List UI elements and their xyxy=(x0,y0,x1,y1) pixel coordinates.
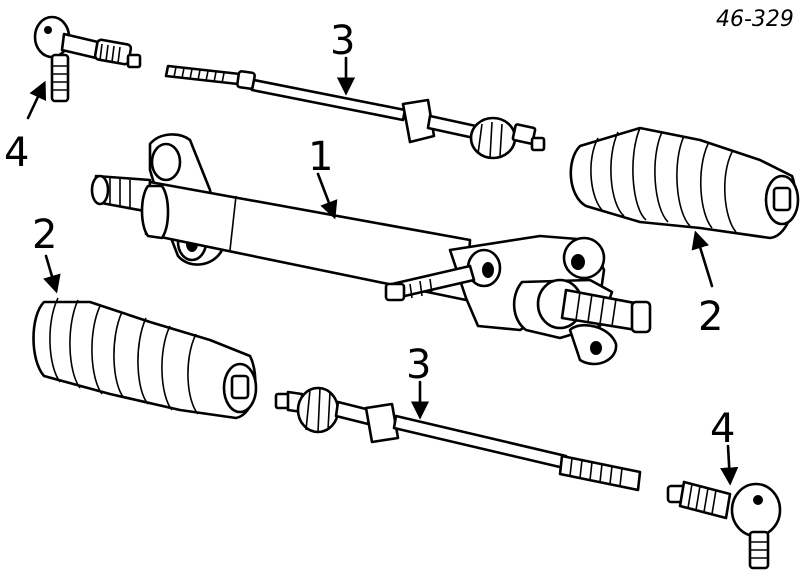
tie-rod-upper xyxy=(164,64,546,160)
callout-arrow-2-left xyxy=(43,254,61,294)
callout-3-lower: 3 xyxy=(406,342,431,388)
callout-arrow-4-lower xyxy=(720,444,739,486)
rack-housing xyxy=(90,133,652,366)
callout-arrow-2-right xyxy=(691,230,714,288)
callout-arrow-4-upper xyxy=(26,80,47,120)
callout-4-upper-left: 4 xyxy=(4,130,29,176)
callout-1: 1 xyxy=(308,134,333,180)
callout-2-right: 2 xyxy=(698,294,723,340)
boot-upper-right xyxy=(569,126,800,240)
tie-rod-end-upper-left xyxy=(33,15,142,103)
tie-rod-end-lower-right xyxy=(666,480,782,570)
callout-3-upper: 3 xyxy=(330,18,355,64)
callout-arrow-1 xyxy=(316,172,338,220)
tie-rod-lower xyxy=(274,386,642,492)
boot-lower-left xyxy=(32,297,258,420)
callout-2-left: 2 xyxy=(32,212,57,258)
callout-4-lower-right: 4 xyxy=(710,406,735,452)
reference-code: 46-329 xyxy=(716,7,794,32)
